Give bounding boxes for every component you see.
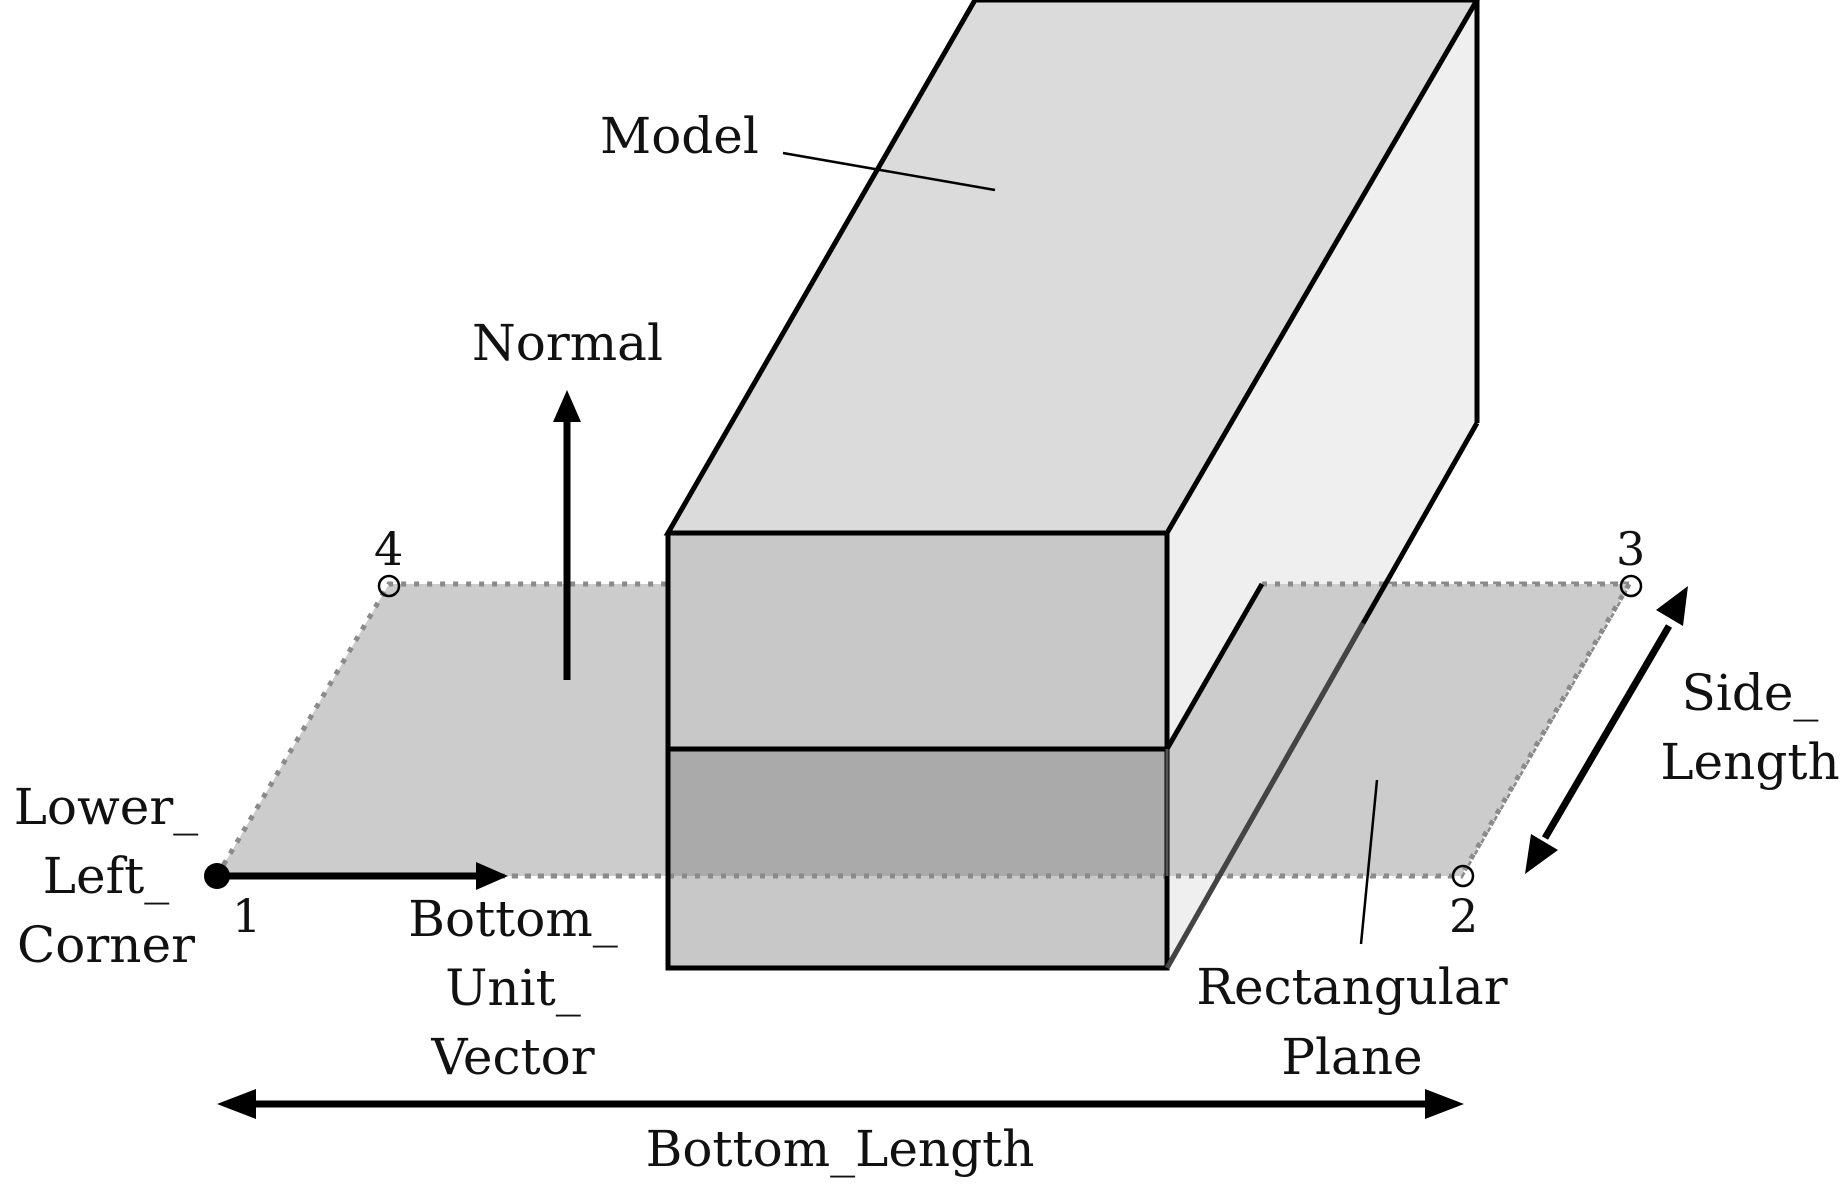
lower-left-corner-label-line-2: Left_ xyxy=(43,847,169,905)
normal-label: Normal xyxy=(472,314,663,372)
bottom-unit-vector-label-line-2: Unit_ xyxy=(445,959,580,1017)
side-length-arrow-shaft xyxy=(1541,624,1673,840)
plane-right-border xyxy=(1458,582,1632,878)
rectangular-plane-label-line-2: Plane xyxy=(1281,1028,1422,1086)
side-length-arrow-head-bottom xyxy=(1525,834,1558,874)
model-label: Model xyxy=(600,107,759,165)
plane-right-portion xyxy=(1167,584,1629,876)
lower-left-corner-label-line-1: Lower_ xyxy=(14,778,199,836)
bottom-length-arrow-head-left xyxy=(217,1089,256,1119)
rectangular-plane-label-line-1: Rectangular xyxy=(1196,958,1507,1016)
normal-arrow-head xyxy=(553,390,581,422)
model-side-bottom-edge-hidden xyxy=(1164,621,1366,970)
side-length-label-line-1: Side_ xyxy=(1682,664,1819,722)
side-length-arrow-head-top xyxy=(1656,586,1688,626)
lower-left-corner-label-line-3: Corner xyxy=(17,916,195,974)
plane-leader-line xyxy=(1359,779,1379,945)
plane-under-box xyxy=(668,749,1167,876)
corner-4-label: 4 xyxy=(374,522,403,576)
bottom-length-arrow-head-right xyxy=(1425,1089,1464,1119)
plane-box-intersection-side xyxy=(1164,582,1265,751)
corner-3-marker xyxy=(1619,574,1643,598)
corner-3-label: 3 xyxy=(1616,522,1645,576)
corner-4-marker xyxy=(377,574,401,598)
bottom-unit-vector-label-line-1: Bottom_ xyxy=(408,890,618,948)
lower-left-corner-dot xyxy=(204,863,230,889)
corner-2-label: 2 xyxy=(1449,889,1478,943)
model-leader-line xyxy=(782,151,996,192)
bottom-unit-vector-label-line-3: Vector xyxy=(430,1028,594,1086)
corner-1-label: 1 xyxy=(232,889,261,943)
corner-2-marker xyxy=(1451,864,1475,888)
side-length-label-line-2: Length xyxy=(1660,733,1839,791)
bottom-unit-vector-head xyxy=(476,862,508,890)
bottom-length-label: Bottom_Length xyxy=(646,1120,1035,1178)
